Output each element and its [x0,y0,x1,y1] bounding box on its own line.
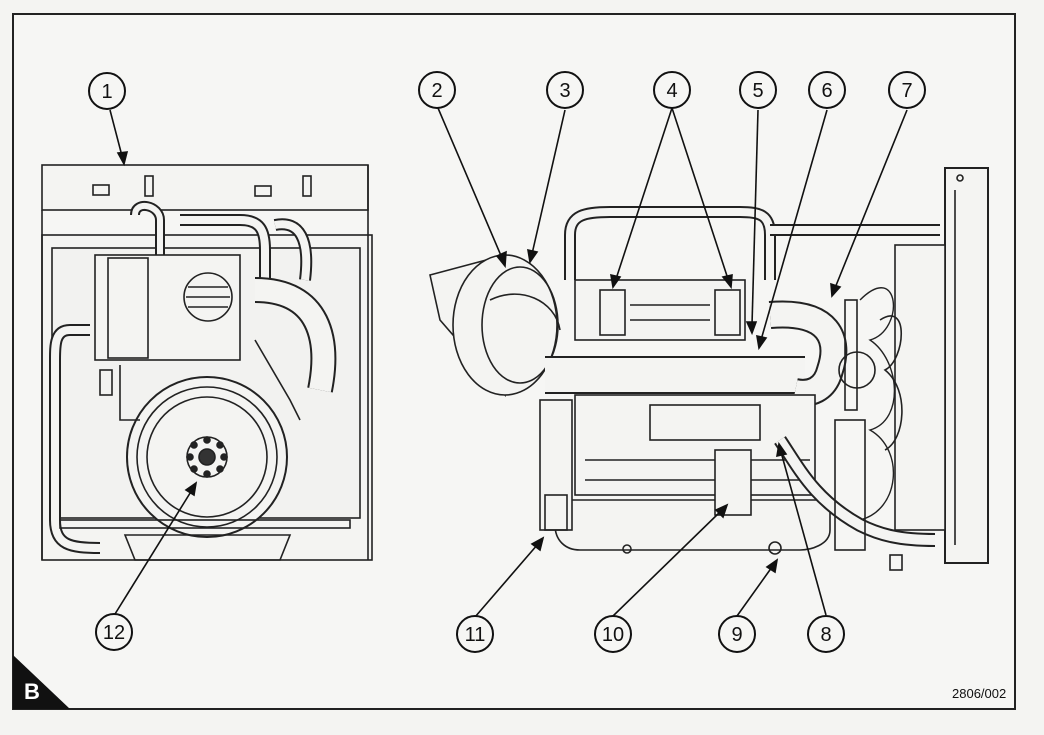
callout-7: 7 [888,71,926,109]
callout-4: 4 [653,71,691,109]
callout-6: 6 [808,71,846,109]
callout-1: 1 [88,72,126,110]
callout-3: 3 [546,71,584,109]
callout-12: 12 [95,613,133,651]
svg-text:12: 12 [103,622,125,644]
svg-text:3: 3 [559,80,570,102]
engine-side-view [429,167,989,571]
callout-10: 10 [594,615,632,653]
svg-text:2: 2 [431,80,442,102]
callout-11: 11 [456,615,494,653]
svg-text:4: 4 [666,80,677,102]
engine-end-view [41,164,373,561]
figure-reference-code: 2806/002 [952,686,1007,701]
svg-text:11: 11 [465,624,486,646]
svg-text:7: 7 [901,80,912,102]
svg-text:1: 1 [101,81,112,103]
svg-text:5: 5 [752,80,763,102]
callout-2: 2 [418,71,456,109]
corner-label: B [24,679,40,704]
leader-lines [109,107,908,618]
corner-tab [13,655,70,709]
svg-text:9: 9 [731,624,742,646]
callout-5: 5 [739,71,777,109]
callout-9: 9 [718,615,756,653]
svg-text:8: 8 [820,624,831,646]
svg-text:6: 6 [821,80,832,102]
svg-text:10: 10 [602,624,624,646]
callout-8: 8 [807,615,845,653]
